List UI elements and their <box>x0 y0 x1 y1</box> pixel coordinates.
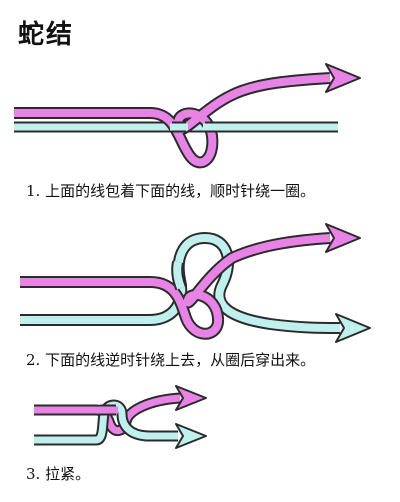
arrowhead <box>325 63 361 93</box>
page-title: 蛇结 <box>18 20 75 50</box>
step-3-caption: 3. 拉紧。 <box>26 465 91 483</box>
teal-cord <box>20 232 341 334</box>
step-1-caption: 1. 上面的线包着下面的线，顺时针绕一圈。 <box>26 182 316 200</box>
step-2-diagram <box>20 223 371 343</box>
step-2-caption: 2. 下面的线逆时针绕上去，从圈后穿出来。 <box>26 351 316 369</box>
step-1-diagram <box>14 63 361 169</box>
arrowhead <box>175 385 207 411</box>
arrowhead <box>175 423 207 449</box>
arrowhead <box>335 313 371 343</box>
step-3-diagram <box>34 385 207 449</box>
arrowhead <box>325 223 361 253</box>
pink-cord <box>20 232 331 340</box>
pink-cord <box>14 72 331 169</box>
